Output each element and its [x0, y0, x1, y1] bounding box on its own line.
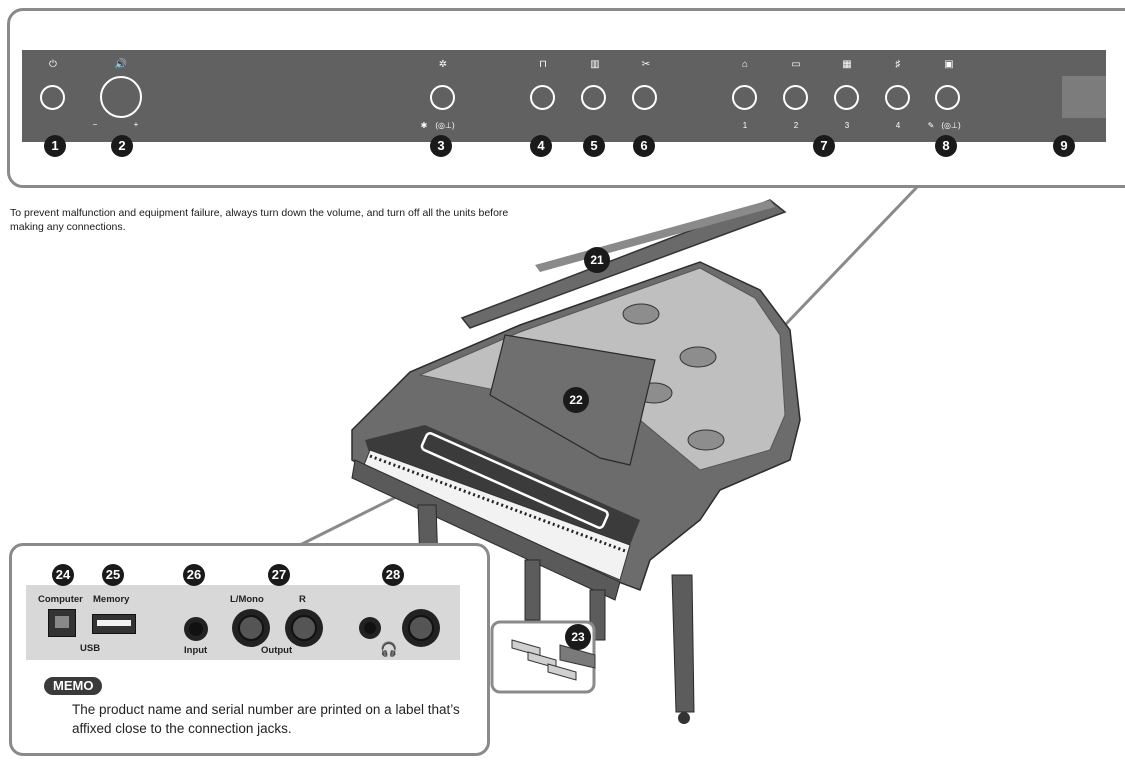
memo-badge: MEMO [44, 677, 103, 695]
output-label: Output [261, 645, 293, 656]
callout-24: 24 [52, 564, 74, 586]
callout-8: 8 [935, 135, 957, 157]
button8-sub-label: (◎⊥) [941, 121, 961, 130]
registration-button[interactable] [935, 85, 960, 110]
tone-number-3: 3 [844, 121, 850, 130]
callout-25: 25 [102, 564, 124, 586]
callout-27: 27 [268, 564, 290, 586]
lmono-label: L/Mono [230, 594, 264, 605]
callout-3: 3 [430, 135, 452, 157]
bluetooth-button[interactable] [430, 85, 455, 110]
strings-tone-icon: ♯ [895, 59, 901, 70]
memory-label: Memory [93, 594, 130, 605]
function-button[interactable] [632, 85, 657, 110]
callout-7: 7 [813, 135, 835, 157]
tone-number-4: 4 [895, 121, 901, 130]
memo-text: The product name and serial number are p… [72, 702, 460, 736]
callout-21: 21 [584, 247, 610, 273]
headphones-mini-jack[interactable] [359, 617, 381, 639]
usb-memory-port[interactable] [92, 614, 136, 634]
piano-tone-icon: ⌂ [741, 59, 749, 70]
headphones-icon: 🎧 [380, 641, 398, 657]
tone-number-2: 2 [793, 121, 799, 130]
callout-5: 5 [583, 135, 605, 157]
headphones-jack[interactable] [402, 609, 440, 647]
speaker-icon: 🔊 [114, 59, 128, 70]
computer-label: Computer [38, 594, 83, 605]
tone-button-2[interactable] [783, 85, 808, 110]
tone-number-1: 1 [742, 121, 748, 130]
volume-plus-label: + [133, 120, 139, 129]
bluetooth-icon: ✱ [420, 121, 428, 130]
callout-23: 23 [565, 624, 591, 650]
usb-computer-port[interactable] [48, 609, 76, 637]
keyboard-icon: ▥ [590, 59, 600, 70]
usb-label: USB [80, 643, 101, 654]
split-dual-button[interactable] [581, 85, 606, 110]
callout-4: 4 [530, 135, 552, 157]
warning-text: To prevent malfunction and equipment fai… [10, 207, 509, 233]
control-panel: ⏻ 🔊 ✲ ⊓ ▥ ✂ ⌂ ▭ ▦ ♯ ▣ − + ✱ (◎⊥) 1 2 3 4… [22, 50, 1106, 142]
tone-button-1[interactable] [732, 85, 757, 110]
callout-28: 28 [382, 564, 404, 586]
volume-minus-label: − [92, 120, 98, 129]
organ-tone-icon: ▦ [842, 59, 852, 70]
callout-22: 22 [563, 387, 589, 413]
input-jack[interactable] [184, 617, 208, 641]
input-label: Input [184, 645, 208, 656]
callout-1: 1 [44, 135, 66, 157]
gear-icon: ✲ [438, 59, 448, 70]
power-icon: ⏻ [49, 59, 57, 70]
tools-icon: ✂ [641, 59, 651, 70]
callout-9: 9 [1053, 135, 1075, 157]
power-button[interactable] [40, 85, 65, 110]
epiano-tone-icon: ▭ [791, 59, 801, 70]
callout-6: 6 [633, 135, 655, 157]
output-lmono-jack[interactable] [232, 609, 270, 647]
output-r-jack[interactable] [285, 609, 323, 647]
r-label: R [299, 594, 306, 605]
other-tone-icon: ▣ [944, 59, 954, 70]
display-window [1062, 76, 1106, 118]
pencil-icon: ✎ [927, 121, 935, 130]
metronome-button[interactable] [530, 85, 555, 110]
volume-knob[interactable] [100, 76, 142, 118]
metronome-icon: ⊓ [539, 59, 547, 70]
tone-button-4[interactable] [885, 85, 910, 110]
tone-button-3[interactable] [834, 85, 859, 110]
button3-sub-label: (◎⊥) [435, 121, 455, 130]
callout-2: 2 [111, 135, 133, 157]
callout-26: 26 [183, 564, 205, 586]
